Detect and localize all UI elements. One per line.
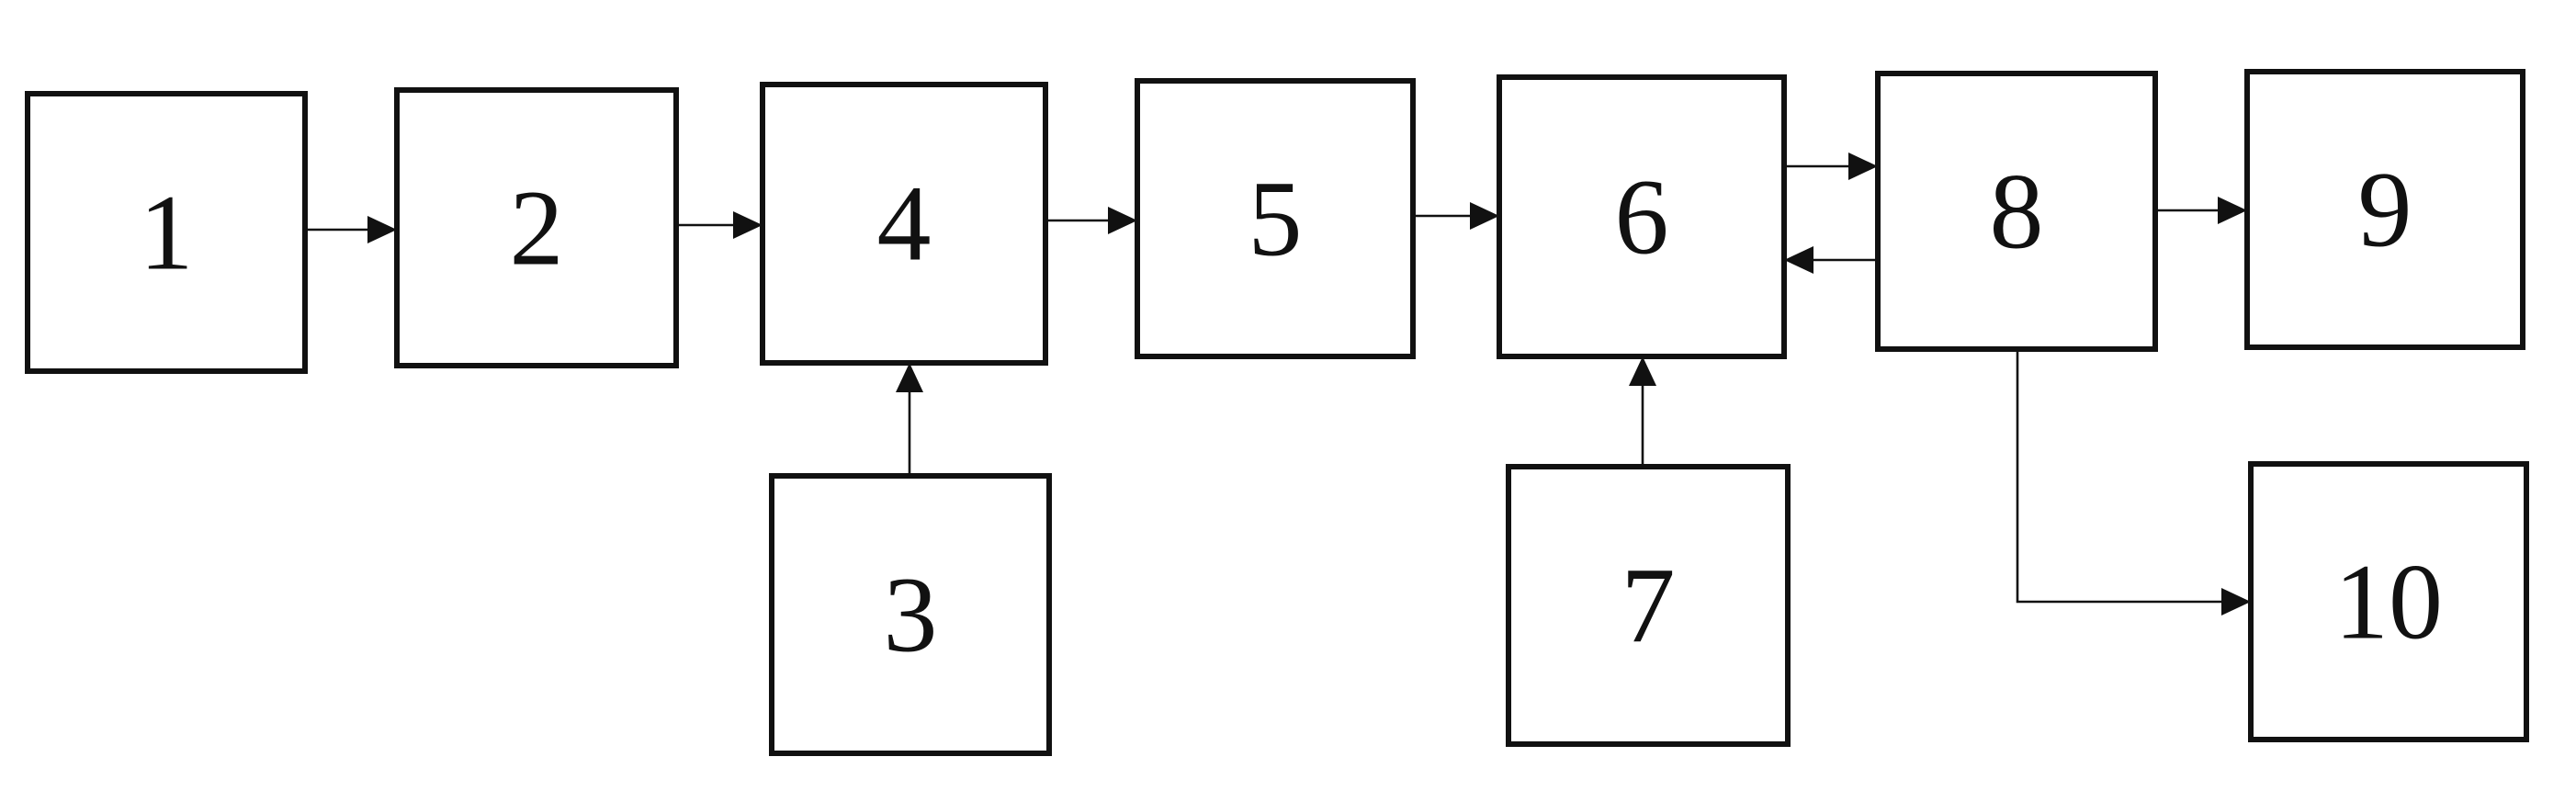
edge-8-to-6	[1784, 246, 1878, 274]
block-1: 1	[25, 91, 308, 374]
arrowhead	[2218, 197, 2247, 224]
block-label: 8	[1990, 152, 2044, 272]
arrowhead	[733, 211, 763, 239]
block-2: 2	[394, 87, 679, 368]
block-5: 5	[1135, 78, 1416, 359]
edge-5-to-6	[1413, 202, 1499, 230]
edge-2-to-4	[676, 211, 763, 239]
block-8: 8	[1875, 71, 2158, 352]
arrowhead	[2221, 588, 2251, 616]
block-label: 3	[884, 555, 938, 675]
arrowhead	[367, 216, 397, 243]
block-3: 3	[769, 473, 1052, 756]
arrowhead	[896, 363, 923, 392]
edge-7-to-6	[1629, 356, 1656, 467]
block-6: 6	[1497, 74, 1787, 359]
edge-8-to-9	[2155, 197, 2247, 224]
block-label: 10	[2334, 542, 2443, 662]
edge-4-to-5	[1045, 207, 1137, 234]
arrowhead	[1108, 207, 1137, 234]
block-10: 10	[2248, 461, 2529, 742]
arrowhead	[1470, 202, 1499, 230]
arrowhead	[1629, 356, 1656, 386]
block-label: 2	[510, 168, 564, 288]
block-label: 6	[1615, 157, 1669, 277]
edge-3-to-4	[896, 363, 923, 476]
block-7: 7	[1506, 464, 1791, 747]
edges-layer	[305, 152, 2251, 616]
arrowhead	[1784, 246, 1813, 274]
block-label: 5	[1248, 159, 1303, 279]
arrowhead	[1848, 152, 1878, 180]
nodes-layer: 1 2 3 4 5 6 7 8	[25, 69, 2529, 756]
edge-8-to-10	[2016, 349, 2251, 616]
edge-6-to-8	[1784, 152, 1878, 180]
block-label: 7	[1621, 546, 1676, 666]
block-9: 9	[2244, 69, 2525, 350]
block-label: 1	[140, 173, 194, 293]
block-label: 4	[877, 164, 932, 284]
edge-1-to-2	[305, 216, 397, 243]
block-label: 9	[2358, 150, 2412, 270]
block-4: 4	[760, 82, 1048, 366]
